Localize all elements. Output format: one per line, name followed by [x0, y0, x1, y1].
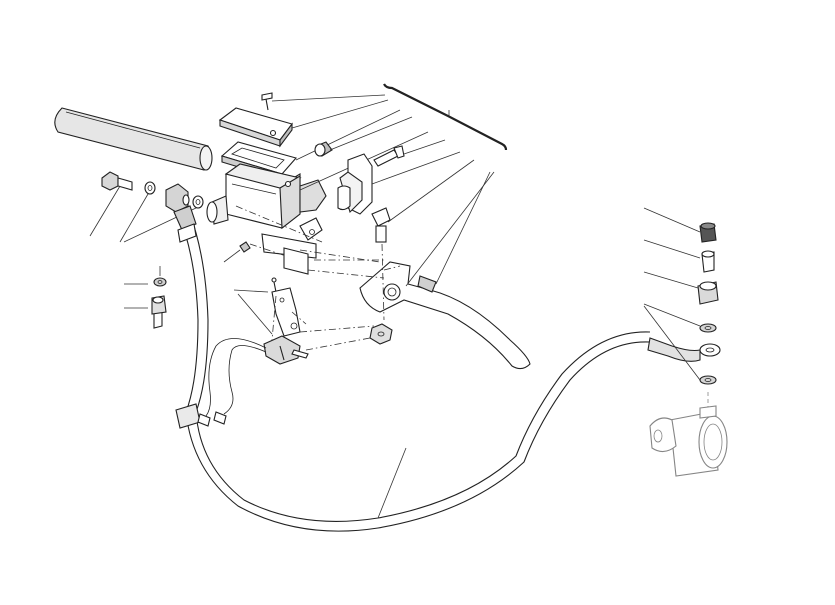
set-screw — [223, 241, 251, 263]
bleed-screw — [643, 207, 717, 243]
banjo-bolt — [89, 171, 133, 237]
union-fitting — [165, 183, 190, 213]
washer-left-1 — [144, 181, 156, 195]
slave-cylinder — [649, 392, 728, 477]
washer-left-2 — [119, 193, 204, 243]
hex-screw — [124, 295, 167, 329]
lever-nut — [369, 323, 393, 345]
microswitch — [263, 335, 309, 365]
assembly-lines — [235, 205, 401, 351]
washer-right-2 — [643, 305, 717, 385]
hose-end-fitting — [647, 337, 721, 362]
switch-bracket — [233, 287, 301, 337]
washer-right-1 — [643, 303, 717, 333]
switch-screw — [271, 277, 277, 293]
master-cylinder-body — [206, 131, 429, 275]
cap-screw — [261, 92, 386, 111]
washer-small — [124, 266, 167, 287]
bracket-callout — [383, 83, 508, 151]
master-cylinder-cap — [218, 99, 389, 148]
clutch-lever — [359, 171, 531, 370]
handlebar-tube — [54, 107, 213, 171]
union-right — [643, 271, 719, 305]
clamp-bracket — [337, 151, 461, 215]
pivot-pin — [371, 159, 475, 243]
clutch-hose — [173, 205, 651, 532]
switch-wires — [197, 338, 267, 427]
bleed-nipple — [643, 239, 715, 273]
clamp-screw — [373, 139, 446, 167]
reservoir-plug — [314, 116, 413, 157]
